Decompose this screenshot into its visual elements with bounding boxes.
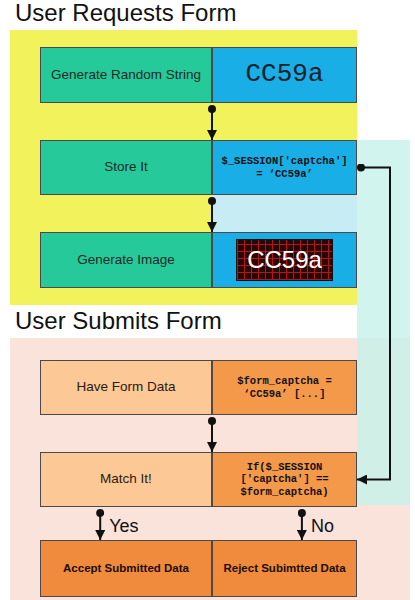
flow-stripe [357, 140, 410, 505]
region-heading: User Requests Form [15, 0, 236, 28]
value-box: CC59a [212, 47, 357, 103]
box-label: Generate Random String [51, 67, 201, 83]
flow-arrow [99, 513, 101, 540]
code-box: $_SESSION['captcha'] = ‘CC59a’ [212, 140, 357, 195]
box-label: Match It! [100, 471, 152, 487]
code-box: $form_captcha = ‘CC59a’ [...] [212, 360, 357, 415]
box-label: Have Form Data [76, 379, 175, 395]
request-band [10, 30, 357, 305]
edge-label: Yes [106, 517, 141, 537]
box-label: Store It [104, 159, 148, 175]
box-label: CC59a [245, 59, 323, 90]
process-box: Generate Random String [40, 47, 212, 103]
process-box: Match It! [40, 452, 212, 507]
box-label: Reject Subimtted Data [223, 562, 345, 576]
region-band: User Requests FormGenerate Random String… [10, 30, 357, 305]
flow-stripe [212, 195, 357, 232]
captcha-text: CC59a [236, 239, 333, 281]
process-box: Generate Image [40, 232, 212, 288]
box-label: If($_SESSION ['captcha'] == $form_captch… [217, 461, 352, 499]
box-label: $_SESSION['captcha'] = ‘CC59a’ [217, 155, 352, 180]
captcha-image: CC59a [212, 232, 357, 288]
flow-arrow [357, 168, 390, 480]
box-label: $form_captcha = ‘CC59a’ [...] [217, 375, 352, 400]
result-box: Accept Submitted Data [40, 540, 212, 597]
process-box: Store It [40, 140, 212, 195]
region-band: User Submits FormHave Form Data$form_cap… [10, 338, 410, 600]
box-label: Accept Submitted Data [63, 562, 189, 576]
result-box: Reject Subimtted Data [212, 540, 357, 597]
flow-arrow [211, 201, 213, 232]
box-label: Generate Image [77, 252, 175, 268]
code-box: If($_SESSION ['captcha'] == $form_captch… [212, 452, 357, 507]
region-heading: User Submits Form [15, 307, 222, 336]
flow-arrow [211, 109, 213, 140]
submit-band [10, 338, 410, 600]
edge-label: No [308, 517, 337, 537]
flow-arrow [301, 513, 303, 540]
process-box: Have Form Data [40, 360, 212, 415]
flow-arrow [211, 421, 213, 452]
